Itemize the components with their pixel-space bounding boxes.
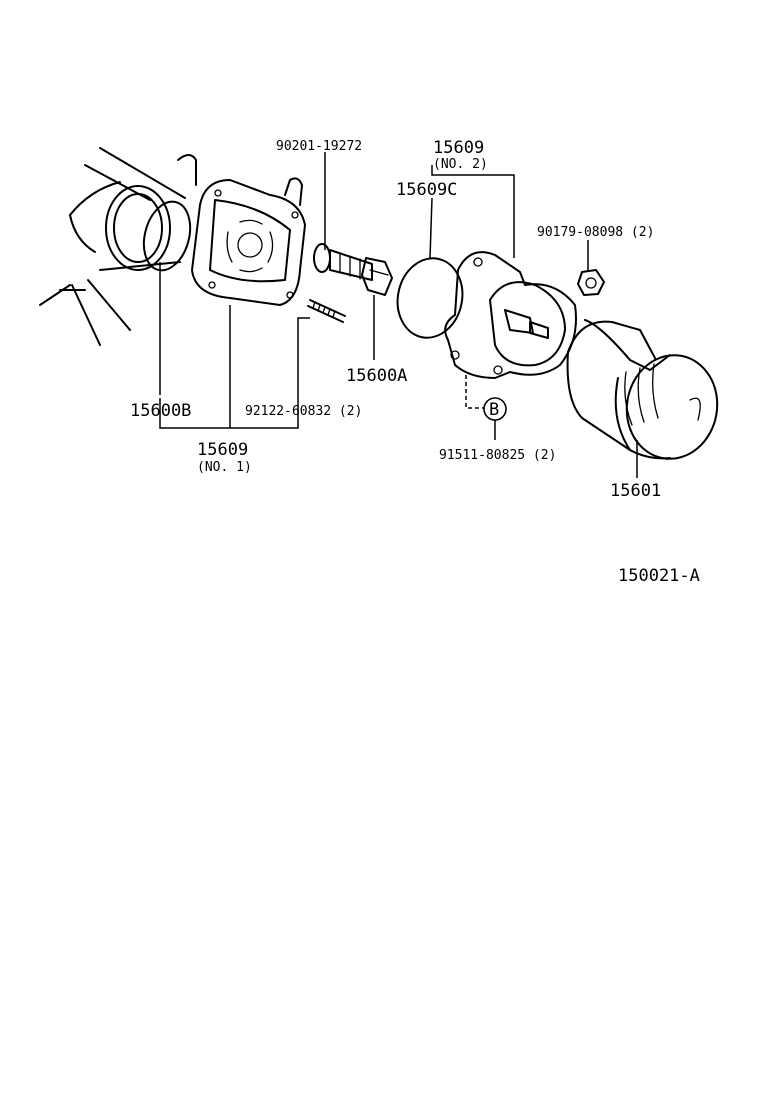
engine-block-fragment	[39, 147, 197, 346]
label-o-ring-15609c: 15609C	[396, 180, 457, 200]
stud-bolt	[307, 299, 346, 323]
label-union-15600a: 15600A	[346, 366, 407, 386]
label-ref-b: B	[489, 400, 499, 420]
o-ring-15609c	[396, 257, 464, 339]
label-cover-no1-sub: (NO. 1)	[197, 460, 252, 475]
label-cover-no2-sub: (NO. 2)	[433, 157, 488, 172]
label-bolt-90201-19272: 90201-19272	[276, 139, 362, 154]
label-cover-no2-number: 15609	[433, 138, 484, 158]
o-ring-15600b	[142, 200, 192, 272]
label-filter-15601: 15601	[610, 481, 661, 501]
label-figure-code: 150021-A	[618, 566, 700, 586]
oil-filter-cover-no1	[191, 177, 306, 306]
label-gasket-90179-08098: 90179-08098 (2)	[537, 225, 654, 240]
union-bolt-15600a	[313, 243, 393, 296]
label-bolt-91511-80825: 91511-80825 (2)	[439, 448, 556, 463]
ref-b-circle	[483, 397, 507, 421]
leader-lines	[159, 152, 638, 478]
label-cover-no1-number: 15609	[197, 440, 248, 460]
label-o-ring-15600b: 15600B	[130, 401, 191, 421]
oil-filter-bracket-no2	[444, 251, 577, 379]
gasket-nut	[577, 269, 605, 296]
label-stud-92122-60832: 92122-60832 (2)	[245, 404, 362, 419]
oil-filter-15601	[566, 319, 719, 460]
